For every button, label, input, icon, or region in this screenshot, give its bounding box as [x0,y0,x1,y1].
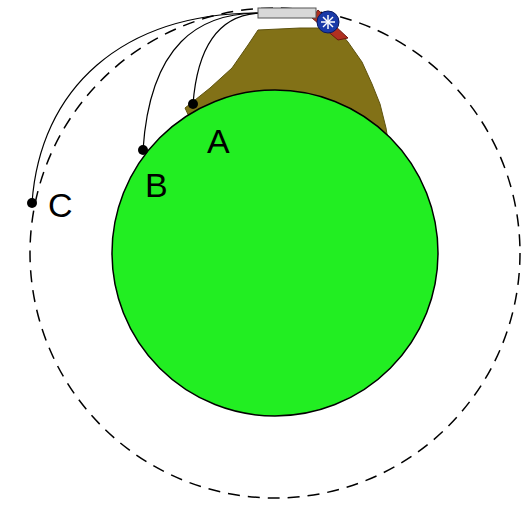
point-label: C [48,188,73,222]
wheel-spokes [321,15,335,29]
cannon-carriage [312,10,348,40]
cannon-barrel [258,8,316,18]
landing-dot [27,198,37,208]
landing-dot [138,145,148,155]
trajectory [32,13,262,203]
cannon-wheel [317,11,339,33]
point-label: B [145,168,168,202]
point-label: A [207,124,230,158]
orbit-circle [30,8,520,498]
trajectory [193,13,262,104]
trajectory [143,13,262,150]
planet [112,90,438,416]
landing-dot [188,99,198,109]
